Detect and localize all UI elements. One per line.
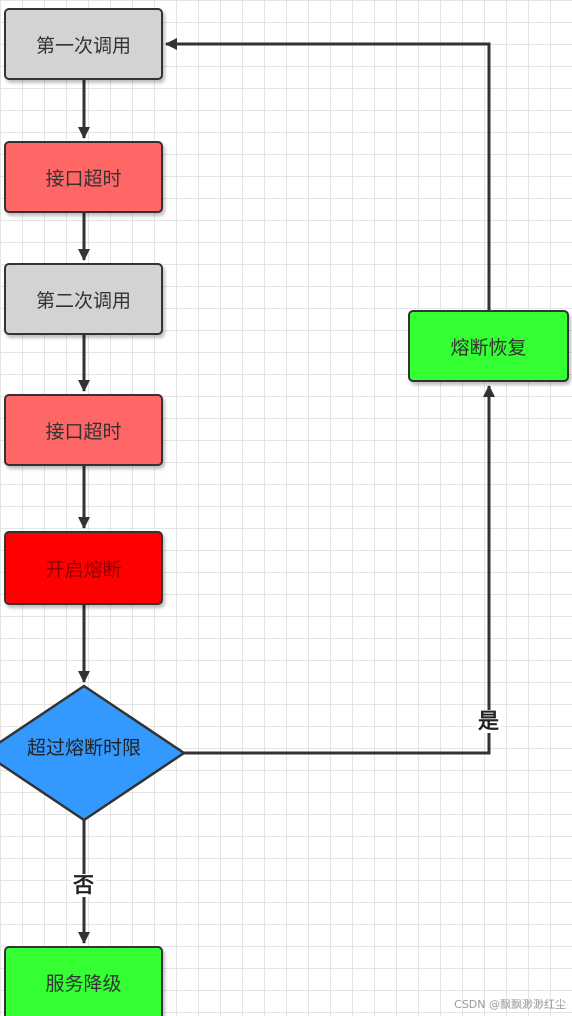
recover-node: 熔断恢复 [408, 310, 569, 382]
no-label: 否 [71, 873, 96, 897]
timeout-2-node: 接口超时 [4, 394, 163, 466]
timeout-1-node: 接口超时 [4, 141, 163, 213]
edge-recover-to-first-call [165, 38, 491, 310]
first-call-node: 第一次调用 [4, 8, 163, 80]
open-breaker-node: 开启熔断 [4, 531, 163, 605]
second-call-node: 第二次调用 [4, 263, 163, 335]
watermark: CSDN @飘飘渺渺红尘 [454, 998, 566, 1011]
decision-label: 超过熔断时限 [26, 737, 141, 759]
decision-diamond [0, 684, 187, 822]
yes-label: 是 [476, 709, 501, 733]
edge-decision-to-recover [184, 385, 495, 755]
degrade-node: 服务降级 [4, 946, 163, 1016]
